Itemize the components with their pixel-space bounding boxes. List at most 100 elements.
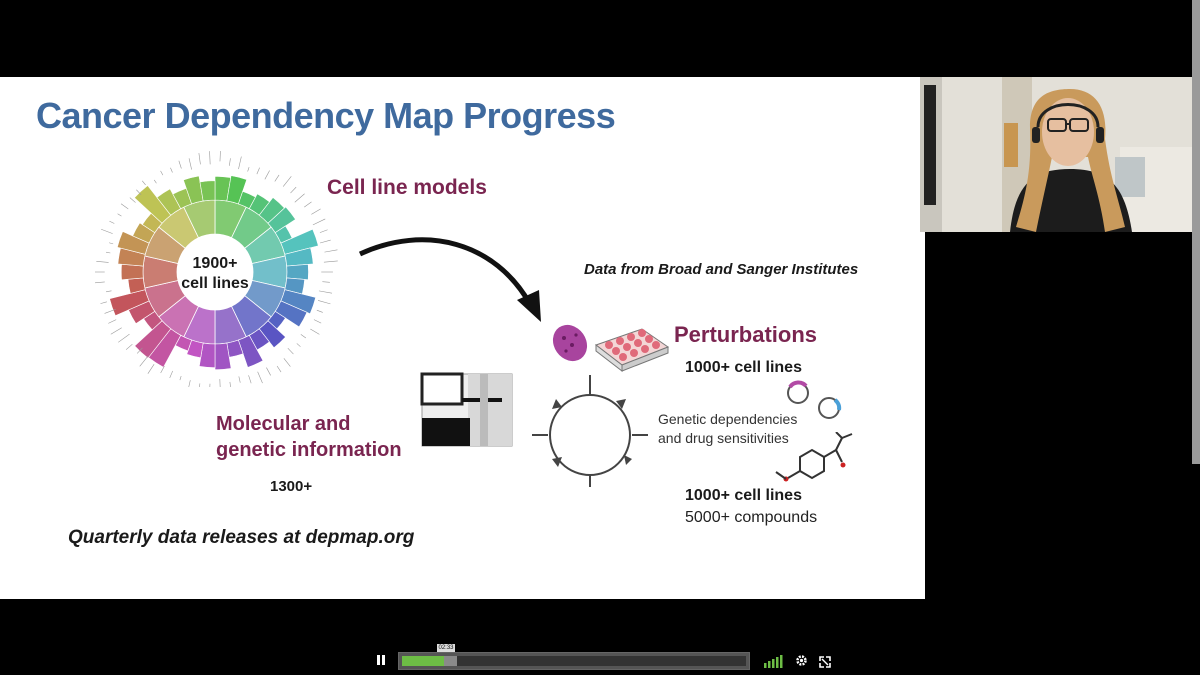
sunburst-label-tick bbox=[136, 347, 143, 354]
sunburst-label-tick bbox=[282, 176, 292, 187]
sunburst-label-tick bbox=[178, 160, 182, 169]
gear-icon bbox=[796, 655, 807, 666]
sunburst-label-tick bbox=[120, 203, 129, 210]
data-source-text: Data from Broad and Sanger Institutes bbox=[584, 261, 859, 278]
sunburst-label-tick bbox=[110, 327, 122, 335]
progress-time-tooltip: 02:33 bbox=[437, 644, 455, 652]
pause-button[interactable] bbox=[375, 653, 387, 667]
sunburst-label-tick bbox=[274, 174, 280, 182]
sunburst-label-tick bbox=[209, 151, 211, 165]
sunburst-label-tick bbox=[296, 343, 301, 347]
quarterly-release-text: Quarterly data releases at depmap.org bbox=[68, 527, 415, 548]
sunburst-label-tick bbox=[198, 153, 201, 165]
sunburst-outer-segment bbox=[286, 263, 309, 281]
sunburst-label-tick bbox=[160, 365, 165, 374]
cell-line-models-heading: Cell line models bbox=[327, 176, 487, 199]
sunburst-label-tick bbox=[169, 370, 173, 379]
sunburst-outer-segment bbox=[120, 263, 144, 281]
sunburst-label-tick bbox=[313, 319, 322, 324]
progress-buffered bbox=[443, 656, 458, 666]
sunburst-label-tick bbox=[153, 179, 157, 184]
sunburst-label-tick bbox=[264, 170, 270, 180]
sunburst-label-tick bbox=[170, 167, 173, 173]
sunburst-label-tick bbox=[283, 358, 291, 367]
presentation-slide: Cancer Dependency Map Progress 1900+ cel… bbox=[0, 77, 925, 599]
sunburst-label-tick bbox=[300, 334, 307, 339]
sunburst-label-tick bbox=[219, 379, 221, 387]
sunburst-label-tick bbox=[147, 364, 155, 374]
sunburst-center bbox=[177, 234, 253, 310]
molecular-count: 1300+ bbox=[270, 478, 313, 495]
curved-arrow-icon bbox=[358, 237, 541, 322]
sunburst-label-tick bbox=[139, 355, 149, 367]
sunburst-label-tick bbox=[238, 376, 241, 383]
molecular-heading-line1: Molecular and bbox=[216, 413, 351, 435]
sunburst-label-tick bbox=[319, 239, 331, 244]
sunburst-outer-segment bbox=[199, 180, 216, 202]
sunburst-label-tick bbox=[287, 347, 294, 355]
sunburst-label-tick bbox=[108, 319, 117, 324]
sunburst-label-tick bbox=[117, 213, 122, 217]
cell-illustration-icon bbox=[552, 324, 588, 362]
sunburst-label-tick bbox=[199, 383, 201, 387]
sunburst-label-tick bbox=[317, 300, 331, 305]
perturbations-cell-count: 1000+ cell lines bbox=[685, 359, 802, 376]
sunburst-label-tick bbox=[109, 242, 114, 245]
sunburst-label-tick bbox=[276, 365, 282, 373]
sunburst-label-tick bbox=[100, 301, 107, 304]
slide-title: Cancer Dependency Map Progress bbox=[36, 95, 616, 136]
speaker-video-frame bbox=[920, 77, 1192, 232]
progress-track bbox=[402, 656, 746, 666]
sunburst-label-tick bbox=[188, 380, 191, 387]
fullscreen-icon bbox=[819, 656, 831, 668]
sequencer-machine-icon bbox=[420, 372, 513, 447]
sunburst-label-tick bbox=[95, 281, 105, 284]
sunburst-label-tick bbox=[324, 249, 338, 253]
sunburst-label-tick bbox=[188, 158, 192, 170]
perturbations-heading: Perturbations bbox=[674, 322, 818, 347]
sunburst-label-tick bbox=[125, 343, 133, 350]
sunburst-center-count: 1900+ bbox=[192, 255, 238, 272]
sunburst-label-tick bbox=[142, 180, 146, 186]
sunburst-label-tick bbox=[104, 308, 116, 314]
sunburst-label-tick bbox=[109, 220, 115, 224]
settings-button[interactable] bbox=[795, 654, 808, 672]
sunburst-label-tick bbox=[101, 228, 113, 234]
cycle-arrows-icon bbox=[532, 375, 648, 487]
sunburst-diagram bbox=[95, 150, 338, 387]
sunburst-label-tick bbox=[318, 290, 333, 294]
genetic-dependencies-text: Genetic dependencies bbox=[658, 411, 798, 427]
sunburst-label-tick bbox=[136, 189, 142, 195]
molecule-icon bbox=[775, 432, 853, 482]
compounds-count: 5000+ compounds bbox=[685, 509, 818, 526]
sunburst-label-tick bbox=[118, 333, 130, 343]
sunburst-label-tick bbox=[319, 229, 328, 233]
sunburst-center-label: cell lines bbox=[181, 275, 249, 292]
sunburst-label-tick bbox=[311, 208, 321, 215]
sunburst-label-tick bbox=[179, 375, 182, 381]
sunburst-label-tick bbox=[266, 367, 271, 376]
sunburst-label-tick bbox=[160, 170, 164, 176]
pause-icon bbox=[377, 655, 385, 665]
connection-quality-indicator bbox=[764, 654, 784, 673]
well-plate-icon bbox=[594, 328, 670, 372]
video-progress-bar[interactable] bbox=[398, 652, 750, 670]
sunburst-label-tick bbox=[106, 251, 111, 254]
sunburst-label-tick bbox=[256, 167, 260, 175]
drug-sensitivities-text: and drug sensitivities bbox=[658, 430, 789, 446]
sunburst-label-tick bbox=[323, 260, 338, 263]
signal-bars-icon bbox=[764, 655, 783, 668]
sunburst-label-tick bbox=[290, 186, 297, 194]
drug-screen-cell-count: 1000+ cell lines bbox=[685, 487, 802, 504]
sunburst-label-tick bbox=[257, 371, 263, 384]
sunburst-label-tick bbox=[316, 309, 323, 313]
molecular-heading-line2: genetic information bbox=[216, 439, 402, 461]
fullscreen-button[interactable] bbox=[819, 655, 831, 673]
sunburst-label-tick bbox=[247, 166, 250, 172]
page-scrollbar[interactable] bbox=[1192, 0, 1200, 464]
sunburst-label-tick bbox=[238, 156, 242, 170]
sunburst-label-tick bbox=[312, 218, 326, 226]
sunburst-label-tick bbox=[229, 381, 231, 387]
sunburst-label-tick bbox=[310, 328, 320, 335]
sunburst-label-tick bbox=[248, 375, 252, 384]
